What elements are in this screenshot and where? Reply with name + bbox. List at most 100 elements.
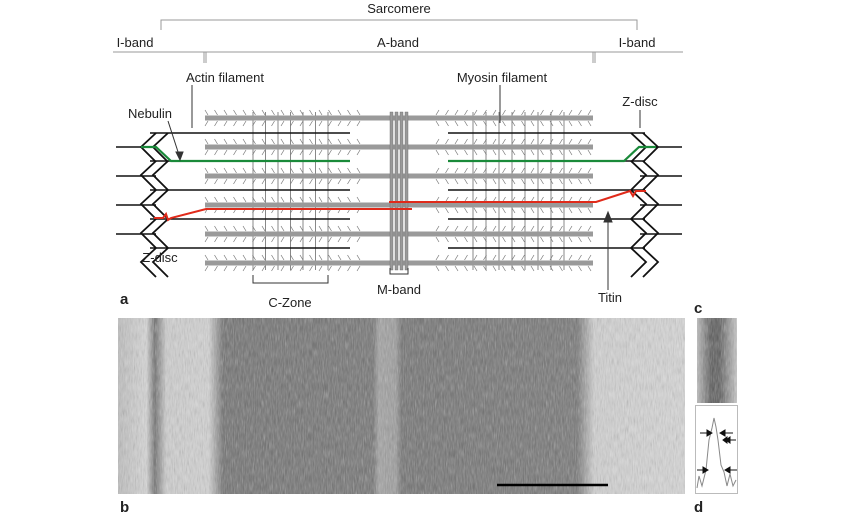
myosin-head bbox=[290, 167, 294, 174]
myosin-head bbox=[309, 167, 313, 174]
nebulin-left bbox=[141, 145, 350, 163]
myosin-head bbox=[233, 236, 237, 243]
myosin-head bbox=[464, 254, 468, 261]
myosin-head bbox=[549, 225, 554, 232]
i-band-left-label: I-band bbox=[117, 35, 154, 50]
myosin-head bbox=[309, 196, 313, 203]
myosin-head bbox=[223, 196, 228, 203]
z-disc-zigzag bbox=[151, 160, 169, 191]
myosin-head bbox=[464, 265, 468, 272]
myosin-head bbox=[337, 109, 342, 116]
myosin-head bbox=[464, 167, 468, 174]
em-image-b bbox=[118, 318, 685, 494]
myosin-head bbox=[587, 167, 592, 174]
myosin-head bbox=[502, 225, 506, 232]
myosin-head bbox=[242, 225, 247, 232]
myosin-head bbox=[347, 167, 351, 174]
myosin-head bbox=[521, 167, 525, 174]
myosin-head bbox=[280, 167, 285, 174]
myosin-head bbox=[318, 236, 323, 243]
myosin-head bbox=[337, 120, 342, 127]
myosin-filament bbox=[205, 173, 593, 179]
myosin-head bbox=[568, 149, 573, 156]
myosin-head bbox=[483, 236, 487, 243]
myosin-filament bbox=[205, 115, 593, 121]
myosin-head bbox=[280, 109, 285, 116]
myosin-head bbox=[290, 138, 294, 145]
myosin-head bbox=[530, 138, 535, 145]
myosin-head bbox=[530, 109, 535, 116]
myosin-head bbox=[337, 178, 342, 185]
myosin-head bbox=[492, 167, 497, 174]
z-disc-zigzag bbox=[630, 189, 648, 220]
myosin-head bbox=[328, 149, 332, 156]
myosin-head bbox=[204, 109, 209, 116]
actin-filaments bbox=[116, 132, 682, 249]
myosin-head bbox=[483, 149, 487, 156]
myosin-head bbox=[233, 196, 237, 203]
myosin-head bbox=[587, 120, 592, 127]
myosin-head bbox=[445, 109, 449, 116]
myosin-head bbox=[299, 167, 304, 174]
myosin-head bbox=[223, 120, 228, 127]
myosin-head bbox=[540, 254, 544, 261]
myosin-head bbox=[214, 120, 218, 127]
myosin-head bbox=[521, 225, 525, 232]
z-discs bbox=[139, 132, 660, 278]
myosin-head bbox=[318, 254, 323, 261]
myosin-head bbox=[454, 120, 459, 127]
myosin-head bbox=[223, 225, 228, 232]
m-band-label: M-band bbox=[377, 282, 421, 297]
myosin-head bbox=[445, 236, 449, 243]
myosin-head bbox=[568, 254, 573, 261]
myosin-head bbox=[530, 167, 535, 174]
myosin-head bbox=[530, 120, 535, 127]
myosin-head bbox=[521, 178, 525, 185]
myosin-head bbox=[540, 178, 544, 185]
myosin-head bbox=[511, 120, 516, 127]
myosin-filament bbox=[205, 260, 593, 266]
m-band-structure bbox=[389, 111, 409, 271]
myosin-head bbox=[261, 225, 266, 232]
myosin-head bbox=[233, 178, 237, 185]
myosin-head bbox=[233, 109, 237, 116]
myosin-head bbox=[318, 109, 323, 116]
myosin-head bbox=[347, 109, 351, 116]
myosin-head bbox=[473, 149, 478, 156]
myosin-head bbox=[328, 236, 332, 243]
myosin-head bbox=[445, 178, 449, 185]
z-disc-zigzag bbox=[630, 247, 648, 278]
myosin-head bbox=[242, 178, 247, 185]
myosin-head bbox=[492, 265, 497, 272]
myosin-head bbox=[530, 225, 535, 232]
myosin-head bbox=[271, 178, 275, 185]
myosin-head bbox=[214, 196, 218, 203]
myosin-head bbox=[271, 109, 275, 116]
myosin-head bbox=[223, 178, 228, 185]
myosin-head bbox=[214, 149, 218, 156]
myosin-head bbox=[454, 149, 459, 156]
myosin-head bbox=[328, 265, 332, 272]
myosin-head bbox=[445, 207, 449, 214]
myosin-head bbox=[454, 109, 459, 116]
myosin-head bbox=[454, 265, 459, 272]
myosin-head bbox=[587, 265, 592, 272]
myosin-head bbox=[223, 236, 228, 243]
myosin-head bbox=[473, 178, 478, 185]
myosin-head bbox=[473, 120, 478, 127]
myosin-head bbox=[204, 149, 209, 156]
myosin-head bbox=[568, 236, 573, 243]
myosin-head bbox=[511, 109, 516, 116]
z-disc-zigzag bbox=[151, 189, 169, 220]
myosin-head bbox=[280, 265, 285, 272]
myosin-head bbox=[252, 236, 256, 243]
myosin-head bbox=[473, 236, 478, 243]
myosin-head bbox=[214, 236, 218, 243]
myosin-head bbox=[521, 265, 525, 272]
z-disc-zigzag bbox=[139, 160, 157, 191]
myosin-head bbox=[445, 265, 449, 272]
myosin-head bbox=[328, 109, 332, 116]
myosin-head bbox=[492, 178, 497, 185]
